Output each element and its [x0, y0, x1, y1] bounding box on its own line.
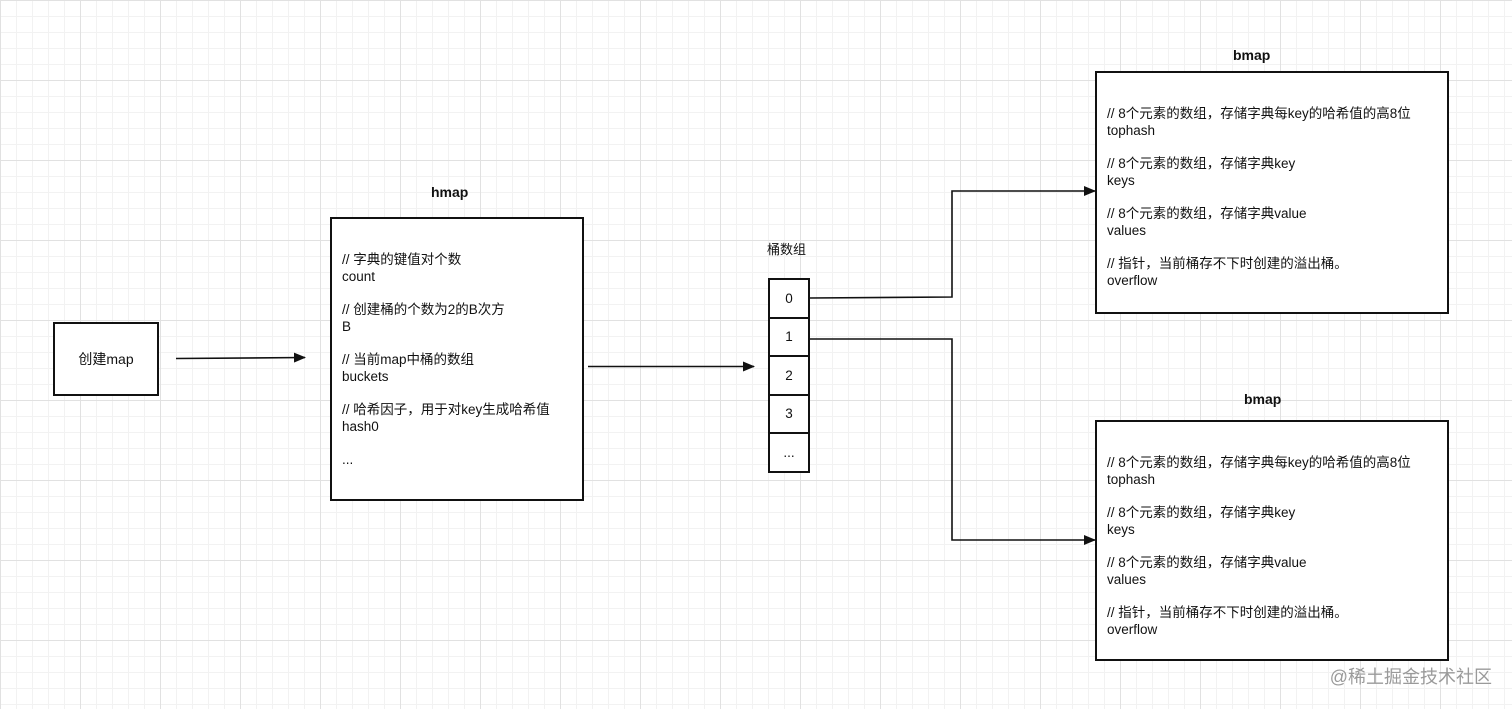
bmap-field-keys: // 8个元素的数组，存储字典key keys	[1107, 155, 1447, 189]
field-name: B	[342, 319, 352, 334]
field-comment: // 创建桶的个数为2的B次方	[342, 302, 505, 317]
hmap-field-hash0: // 哈希因子，用于对key生成哈希值 hash0	[342, 401, 582, 435]
field-name: buckets	[342, 369, 389, 384]
field-name: count	[342, 269, 376, 284]
bmap-field-tophash: // 8个元素的数组，存储字典每key的哈希值的高8位 tophash	[1107, 105, 1447, 139]
field-comment: // 当前map中桶的数组	[342, 352, 475, 367]
field-comment: // 8个元素的数组，存储字典每key的哈希值的高8位	[1107, 106, 1411, 121]
bmap-top-struct-box: // 8个元素的数组，存储字典每key的哈希值的高8位 tophash // 8…	[1095, 71, 1449, 314]
arrow-bucket1-to-bmap-bottom	[810, 338, 1096, 545]
bucket-cell: ...	[768, 432, 810, 473]
hmap-ellipsis: ...	[342, 452, 354, 467]
bmap-field-overflow: // 指针，当前桶存不下时创建的溢出桶。 overflow	[1107, 604, 1447, 638]
bucket-cell: 0	[768, 278, 810, 319]
field-comment: // 字典的键值对个数	[342, 252, 462, 267]
field-name: values	[1107, 572, 1147, 587]
hmap-field-count: // 字典的键值对个数 count	[342, 251, 582, 285]
field-name: tophash	[1107, 472, 1156, 487]
bucket-cell: 1	[768, 316, 810, 357]
field-comment: // 8个元素的数组，存储字典key	[1107, 505, 1296, 520]
bmap-field-tophash: // 8个元素的数组，存储字典每key的哈希值的高8位 tophash	[1107, 454, 1447, 488]
field-name: tophash	[1107, 123, 1156, 138]
field-name: overflow	[1107, 622, 1158, 637]
field-comment: // 8个元素的数组，存储字典每key的哈希值的高8位	[1107, 455, 1411, 470]
bucket-cell: 3	[768, 393, 810, 434]
bmap-field-values: // 8个元素的数组，存储字典value values	[1107, 205, 1447, 239]
bmap-field-values: // 8个元素的数组，存储字典value values	[1107, 554, 1447, 588]
field-comment: // 指针，当前桶存不下时创建的溢出桶。	[1107, 256, 1348, 271]
bmap-field-keys: // 8个元素的数组，存储字典key keys	[1107, 504, 1447, 538]
field-name: keys	[1107, 522, 1135, 537]
bmap-bottom-title: bmap	[1244, 391, 1282, 407]
field-name: keys	[1107, 173, 1135, 188]
watermark-text: @稀土掘金技术社区	[1329, 667, 1492, 687]
hmap-struct-box: // 字典的键值对个数 count // 创建桶的个数为2的B次方 B // 当…	[330, 217, 584, 501]
bucket-cell: 2	[768, 355, 810, 396]
arrow-bucket0-to-bmap-top	[809, 186, 1096, 299]
create-map-box: 创建map	[53, 322, 159, 396]
create-map-label: 创建map	[78, 351, 134, 367]
hmap-title: hmap	[431, 184, 469, 200]
field-name: hash0	[342, 419, 379, 434]
hmap-field-b: // 创建桶的个数为2的B次方 B	[342, 301, 582, 335]
field-comment: // 指针，当前桶存不下时创建的溢出桶。	[1107, 605, 1348, 620]
bucket-array-title: 桶数组	[767, 242, 807, 257]
field-comment: // 8个元素的数组，存储字典value	[1107, 206, 1307, 221]
field-name: overflow	[1107, 273, 1158, 288]
bmap-top-title: bmap	[1233, 47, 1271, 63]
field-name: values	[1107, 223, 1147, 238]
arrow-create-to-hmap	[175, 352, 306, 363]
field-comment: // 哈希因子，用于对key生成哈希值	[342, 402, 550, 417]
bmap-field-overflow: // 指针，当前桶存不下时创建的溢出桶。 overflow	[1107, 255, 1447, 289]
field-comment: // 8个元素的数组，存储字典key	[1107, 156, 1296, 171]
bucket-array: 0 1 2 3 ...	[768, 278, 810, 473]
field-comment: // 8个元素的数组，存储字典value	[1107, 555, 1307, 570]
bmap-bottom-struct-box: // 8个元素的数组，存储字典每key的哈希值的高8位 tophash // 8…	[1095, 420, 1449, 661]
hmap-field-buckets: // 当前map中桶的数组 buckets	[342, 351, 582, 385]
